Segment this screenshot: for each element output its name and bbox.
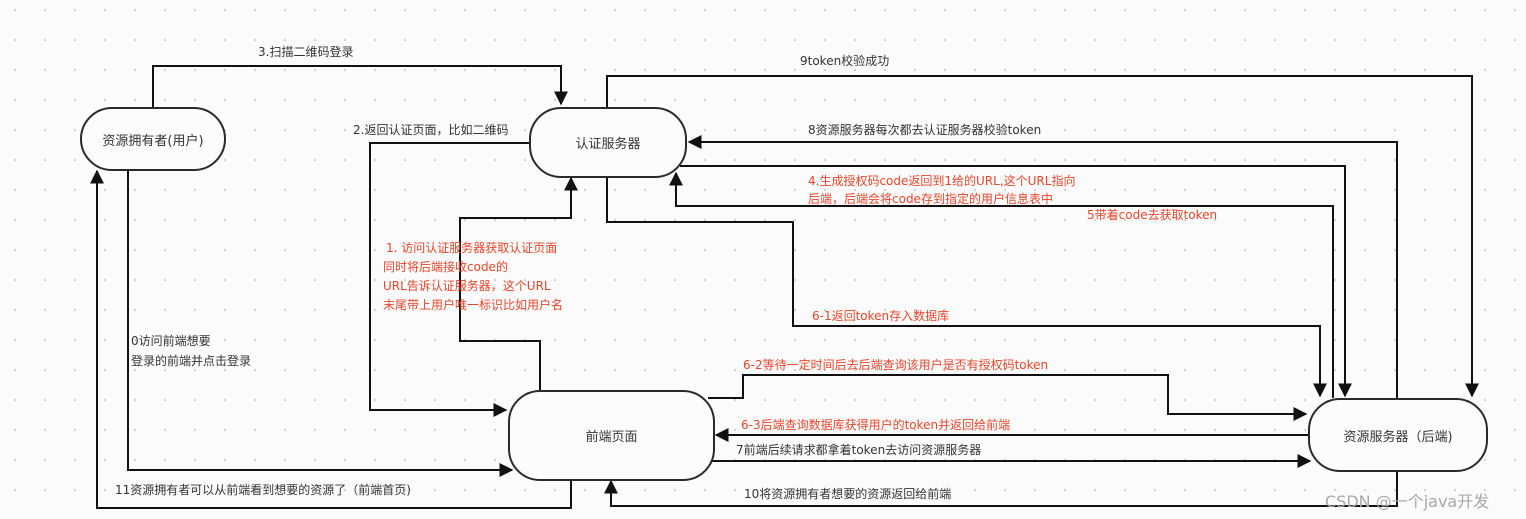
label-edge-10: 10将资源拥有者想要的资源返回给前端 [744, 487, 952, 501]
edge-4 [680, 165, 1352, 398]
edge-8 [687, 135, 1398, 398]
label-edge-11: 11资源拥有者可以从前端看到想要的资源了（前端首页) [115, 483, 411, 497]
label-edge-6-2: 6-2等待一定时间后去后端查询该用户是否有授权码token [743, 358, 1049, 372]
node-frontend[interactable]: 前端页面 [508, 390, 715, 481]
label-edge-4-line1: 4.生成授权码code返回到1给的URL,这个URL指向 [808, 174, 1076, 188]
label-edge-0-line1: 0访问前端想要 [131, 334, 211, 348]
edge-3 [152, 65, 568, 107]
edge-11 [90, 169, 572, 509]
label-edge-3: 3.扫描二维码登录 [258, 45, 354, 59]
node-resource-owner[interactable]: 资源拥有者(用户) [80, 107, 226, 171]
label-edge-7: 7前端后续请求都拿着token去访问资源服务器 [736, 443, 982, 457]
edge-6-2 [708, 374, 1308, 421]
edge-10 [604, 472, 1398, 507]
label-edge-9: 9token校验成功 [800, 54, 890, 68]
watermark: CSDN @一个java开发 [1325, 492, 1490, 511]
edge-0 [127, 171, 514, 477]
label-edge-1-line2: 同时将后端接收code的 [383, 260, 508, 274]
label-edge-6-1: 6-1返回token存入数据库 [812, 309, 950, 323]
edge-6-1 [606, 178, 1327, 398]
label-edge-1-line4: 末尾带上用户唯一标识比如用户名 [383, 298, 564, 312]
label-edge-0-line2: 登录的前端并点击登录 [131, 354, 252, 368]
label-edge-1-line3: URL告诉认证服务器，这个URL [383, 279, 551, 293]
edge-1 [459, 176, 578, 390]
label-edge-4-line2: 后端，后端会将code存到指定的用户信息表中 [808, 192, 1053, 206]
node-auth-server[interactable]: 认证服务器 [529, 107, 687, 178]
edge-9 [606, 75, 1479, 398]
label-edge-6-3: 6-3后端查询数据库获得用户的token并返回给前端 [741, 418, 1011, 432]
label-edge-1-line1: 1. 访问认证服务器获取认证页面 [386, 241, 558, 255]
edge-2 [369, 142, 529, 417]
label-edge-2: 2.返回认证页面，比如二维码 [353, 123, 509, 137]
edge-5 [669, 171, 1334, 398]
label-edge-5: 5带着code去获取token [1087, 208, 1218, 222]
node-resource-server[interactable]: 资源服务器（后端) [1308, 398, 1488, 472]
label-edge-8: 8资源服务器每次都去认证服务器校验token [808, 123, 1042, 137]
